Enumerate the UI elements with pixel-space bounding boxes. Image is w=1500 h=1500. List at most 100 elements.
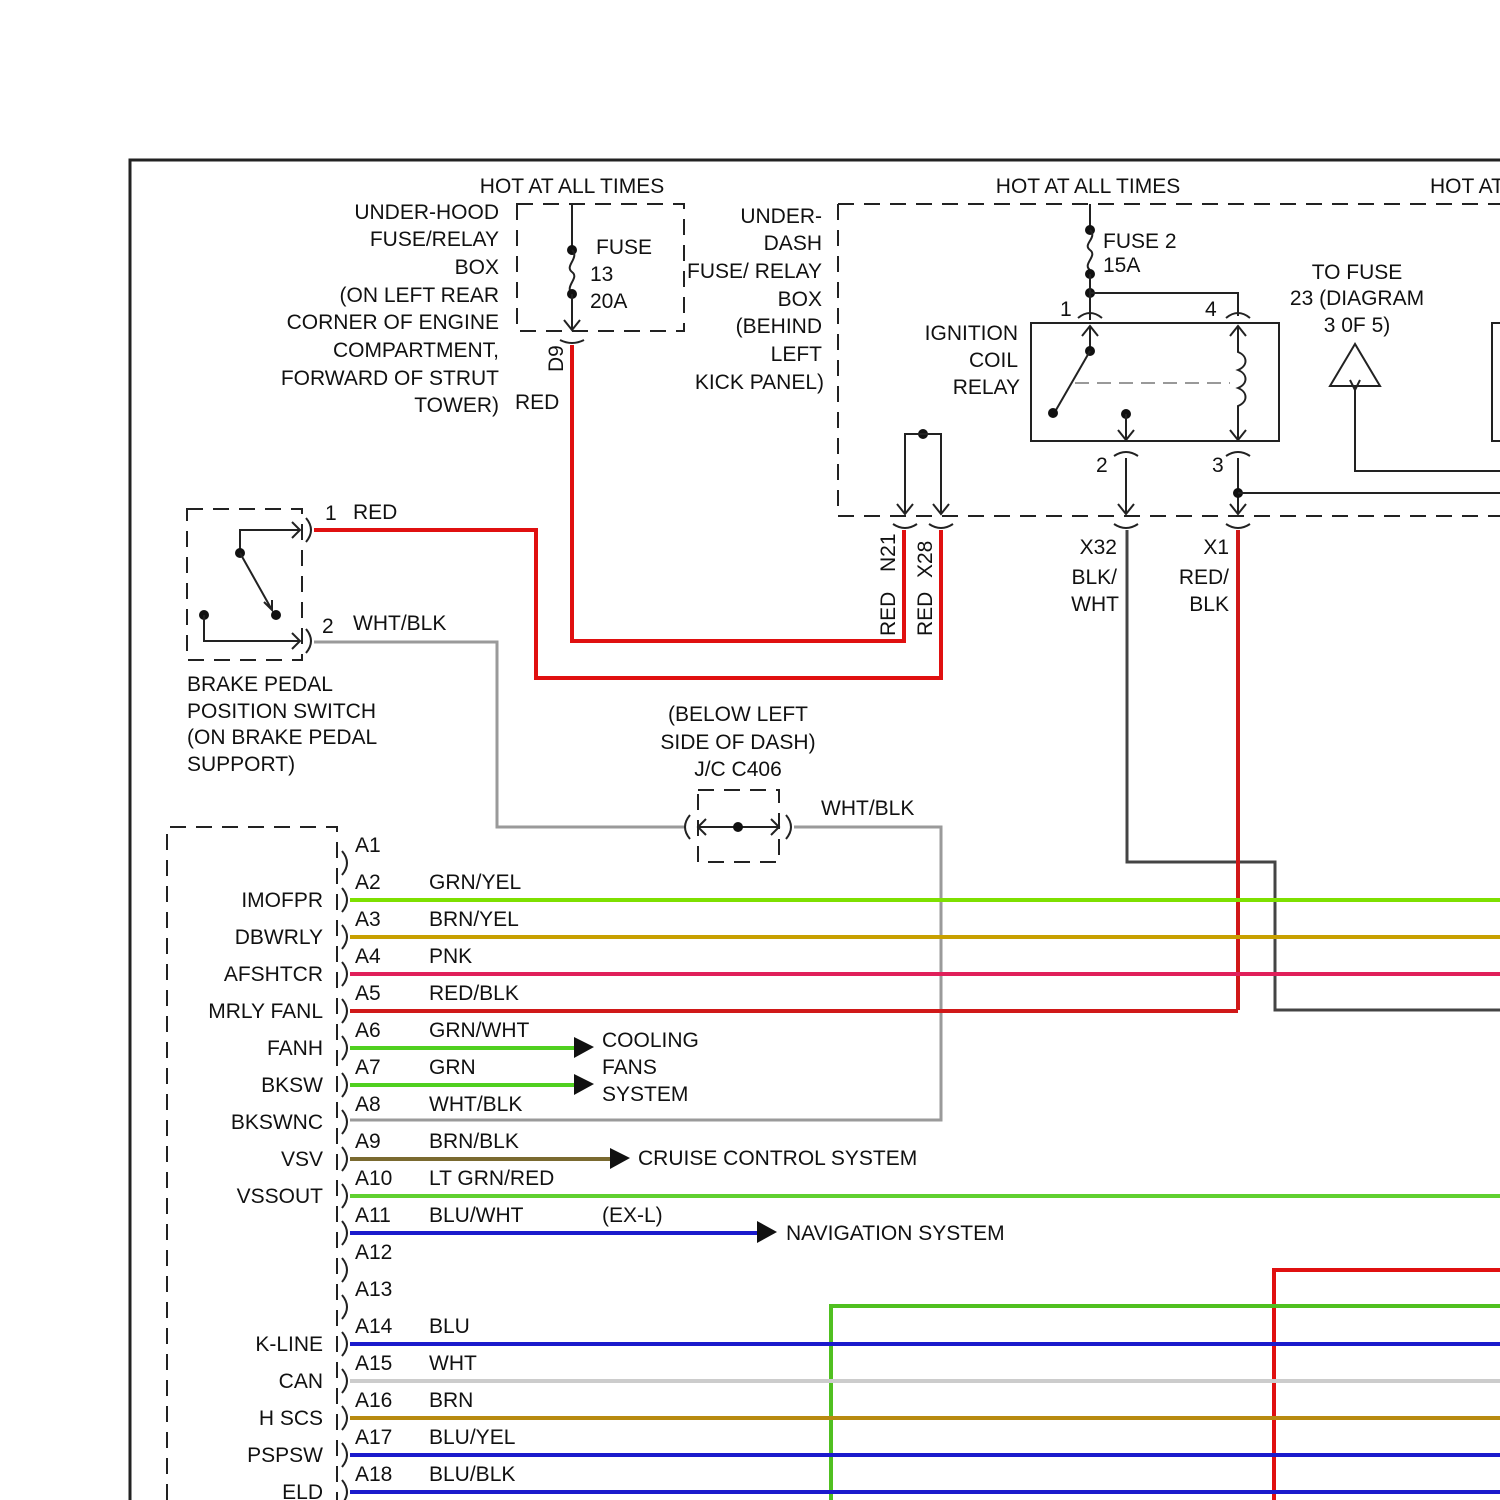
ecm-pin-row: A9BRN/BLKVSV bbox=[281, 1130, 610, 1171]
underdash-label: (BEHIND bbox=[736, 315, 822, 338]
pin-number: A9 bbox=[355, 1130, 381, 1153]
wire-color-label: GRN bbox=[429, 1056, 476, 1079]
junction-dot bbox=[733, 822, 743, 832]
signal-name: ELD bbox=[282, 1481, 323, 1500]
pin-number: A17 bbox=[355, 1426, 392, 1449]
brake-switch-label: (ON BRAKE PEDAL bbox=[187, 726, 377, 749]
switch-arm bbox=[240, 553, 272, 610]
signal-name: K-LINE bbox=[255, 1333, 323, 1356]
wire-red-brake-x28 bbox=[314, 530, 941, 678]
wire-color-label: RED bbox=[914, 592, 937, 636]
fuse13-icon bbox=[570, 250, 575, 294]
to-fuse-line bbox=[1350, 380, 1500, 471]
underdash-label: LEFT bbox=[771, 343, 823, 366]
navigation-system-label[interactable]: NAVIGATION SYSTEM bbox=[786, 1222, 1005, 1245]
to-fuse-label: 3 0F 5) bbox=[1324, 314, 1391, 337]
connector-icon bbox=[342, 1221, 347, 1245]
wire-color-label: GRN/WHT bbox=[429, 1019, 529, 1042]
connector-icon bbox=[342, 925, 347, 949]
ecm-pin-row: A12 bbox=[342, 1241, 392, 1282]
signal-name: AFSHTCR bbox=[224, 963, 323, 986]
relay-label: IGNITION bbox=[925, 322, 1018, 345]
connector-icon bbox=[342, 1258, 347, 1282]
pin-number: A13 bbox=[355, 1278, 392, 1301]
signal-name: VSV bbox=[281, 1148, 323, 1171]
cooling-fans-label[interactable]: FANS bbox=[602, 1056, 657, 1079]
ecm-pin-row: A13 bbox=[342, 1278, 392, 1319]
cooling-fans-label[interactable]: COOLING bbox=[602, 1029, 699, 1052]
wire-color-label: PNK bbox=[429, 945, 472, 968]
pin-number: A3 bbox=[355, 908, 381, 931]
relay-pin-3: 3 bbox=[1212, 454, 1224, 477]
relay-out-arrow bbox=[1118, 414, 1134, 440]
underhood-fuse-box: UNDER-HOOD FUSE/RELAY BOX (ON LEFT REAR … bbox=[281, 201, 684, 417]
underhood-label: FUSE/RELAY bbox=[370, 228, 499, 251]
arrow-icon bbox=[757, 1221, 777, 1243]
offscreen-component bbox=[1492, 323, 1500, 441]
signal-name: FANH bbox=[267, 1037, 323, 1060]
wire-color-label: BRN/YEL bbox=[429, 908, 519, 931]
signal-name: PSPSW bbox=[247, 1444, 323, 1467]
switch-contact bbox=[240, 522, 300, 553]
ecm-pin-row: A14BLUK-LINE bbox=[255, 1315, 1500, 1356]
pin-number: A11 bbox=[355, 1204, 391, 1227]
pin3-line bbox=[1230, 458, 1246, 514]
arrow-icon bbox=[574, 1037, 594, 1058]
brake-switch-label: POSITION SWITCH bbox=[187, 700, 376, 723]
underhood-label: CORNER OF ENGINE bbox=[287, 311, 499, 334]
pin-number: A4 bbox=[355, 945, 381, 968]
ecm-pin-row: A10LT GRN/REDVSSOUT bbox=[237, 1167, 1500, 1208]
pin-number: A2 bbox=[355, 871, 381, 894]
wire-color-label: WHT/BLK bbox=[821, 797, 914, 820]
cooling-fans-label[interactable]: SYSTEM bbox=[602, 1083, 688, 1106]
brake-switch-label: SUPPORT) bbox=[187, 753, 295, 776]
ecm-pin-row: A4 PNK AFSHTCR bbox=[224, 945, 1500, 986]
ecm-pin-row: A17BLU/YELPSPSW bbox=[247, 1426, 1500, 1467]
wire-color-label: GRN/YEL bbox=[429, 871, 521, 894]
ecm-pin-row: A15WHTCAN bbox=[279, 1352, 1500, 1393]
relay-contact-dot bbox=[1048, 408, 1058, 418]
brake-pin-2: 2 bbox=[322, 615, 334, 638]
signal-name: BKSW bbox=[261, 1074, 323, 1097]
wire-color-label: BLK/ bbox=[1071, 566, 1117, 589]
pin-number: A1 bbox=[355, 834, 381, 857]
arrow-icon bbox=[610, 1148, 630, 1169]
fuse13-number: 13 bbox=[590, 263, 613, 286]
relay-pin-4: 4 bbox=[1205, 298, 1217, 321]
connector-icon bbox=[1114, 452, 1250, 456]
arrow-icon bbox=[574, 1074, 594, 1095]
cruise-control-label[interactable]: CRUISE CONTROL SYSTEM bbox=[638, 1147, 917, 1170]
brake-pin-1: 1 bbox=[325, 502, 337, 525]
wire-color-label: WHT/BLK bbox=[429, 1093, 522, 1116]
connector-icon bbox=[342, 851, 347, 875]
signal-name: DBWRLY bbox=[235, 926, 323, 949]
connector-icon bbox=[342, 1332, 347, 1356]
connector-icon bbox=[342, 1110, 347, 1134]
pin-number: A16 bbox=[355, 1389, 392, 1412]
wire-color-label: RED bbox=[515, 391, 559, 414]
connector-icon bbox=[342, 1073, 347, 1097]
connector-x28-label: X28 bbox=[914, 541, 937, 578]
pin-number: A14 bbox=[355, 1315, 393, 1338]
n21-x28-jumper bbox=[897, 434, 949, 514]
relay-pin-1: 1 bbox=[1060, 298, 1072, 321]
to-fuse-triangle-icon[interactable] bbox=[1330, 344, 1380, 386]
underdash-label: UNDER- bbox=[740, 205, 822, 228]
relay-label: RELAY bbox=[953, 376, 1020, 399]
brake-switch-label: BRAKE PEDAL bbox=[187, 673, 333, 696]
wire-color-label: RED bbox=[877, 592, 900, 636]
underdash-fuse-box: UNDER- DASH FUSE/ RELAY BOX (BEHIND LEFT… bbox=[687, 204, 1500, 636]
pin-number: A15 bbox=[355, 1352, 392, 1375]
wire-color-label: RED/BLK bbox=[429, 982, 519, 1005]
ecm-pin-row: A3 BRN/YEL DBWRLY bbox=[235, 908, 1500, 949]
signal-name: H SCS bbox=[259, 1407, 323, 1430]
wire-color-label: WHT bbox=[429, 1352, 477, 1375]
ecm-pin-row: A1 bbox=[342, 834, 381, 875]
connector-d9-label: D9 bbox=[545, 345, 568, 372]
fuse13-label: FUSE bbox=[596, 236, 652, 259]
